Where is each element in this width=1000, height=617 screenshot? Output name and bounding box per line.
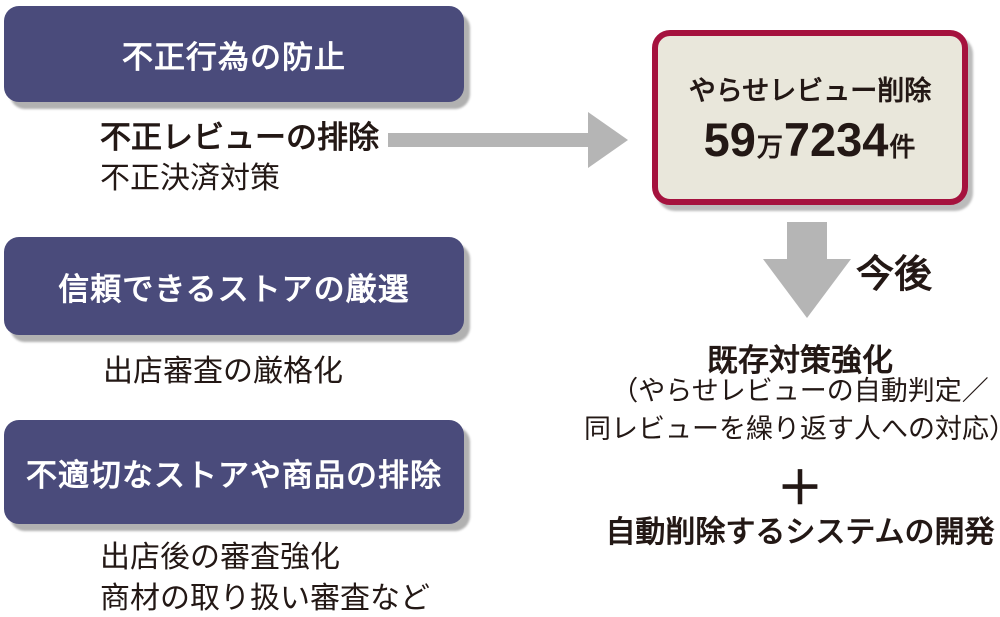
arrow-down-head: [763, 259, 851, 318]
future-detail-line: （やらせレビューの自動判定／: [611, 376, 989, 406]
result-box-title: やらせレビュー削除: [688, 75, 932, 106]
result-count-unit2: 件: [889, 131, 916, 162]
item-store-screening: 出店審査の厳格化: [103, 355, 343, 388]
item-fraud-review-removal: 不正レビューの排除: [100, 120, 379, 155]
section-items-inappropriate-removal: 出店後の審査強化 商材の取り扱い審査など: [100, 537, 430, 617]
review-removal-result-box: やらせレビュー削除 59 万 7234 件: [652, 30, 968, 205]
result-count-num1: 59: [703, 112, 756, 166]
section-header-label: 不適切なストアや商品の排除: [26, 457, 442, 493]
item-post-opening-screening: 出店後の審査強化: [100, 541, 340, 574]
arrow-right-head: [588, 112, 628, 168]
future-development: 自動削除するシステムの開発: [605, 516, 995, 549]
section-header-label: 不正行為の防止: [122, 39, 346, 75]
section-items-trusted-stores: 出店審査の厳格化: [103, 351, 343, 392]
plus-icon: ＋: [777, 462, 823, 514]
section-header-fraud-prevention: 不正行為の防止: [4, 6, 464, 102]
future-arrow-label: 今後: [856, 254, 933, 296]
result-count: 59 万 7234 件: [704, 112, 917, 167]
future-detail-line: 同レビューを繰り返す人への対応）: [584, 414, 1000, 444]
section-header-trusted-stores: 信頼できるストアの厳選: [4, 237, 464, 335]
result-count-num2: 7234: [783, 112, 889, 166]
section-items-fraud-prevention: 不正レビューの排除 不正決済対策: [100, 117, 379, 199]
section-header-inappropriate-removal: 不適切なストアや商品の排除: [4, 420, 464, 524]
arrow-down-shaft: [787, 222, 827, 260]
section-header-label: 信頼できるストアの厳選: [58, 271, 410, 307]
future-details: （やらせレビューの自動判定／ 同レビューを繰り返す人への対応）: [575, 372, 1000, 448]
result-count-unit1: 万: [756, 131, 783, 162]
item-fraud-payment-measures: 不正決済対策: [100, 162, 280, 195]
future-heading: 既存対策強化: [707, 343, 893, 378]
arrow-right-shaft: [388, 133, 590, 147]
item-merchandise-screening: 商材の取り扱い審査など: [100, 582, 430, 615]
